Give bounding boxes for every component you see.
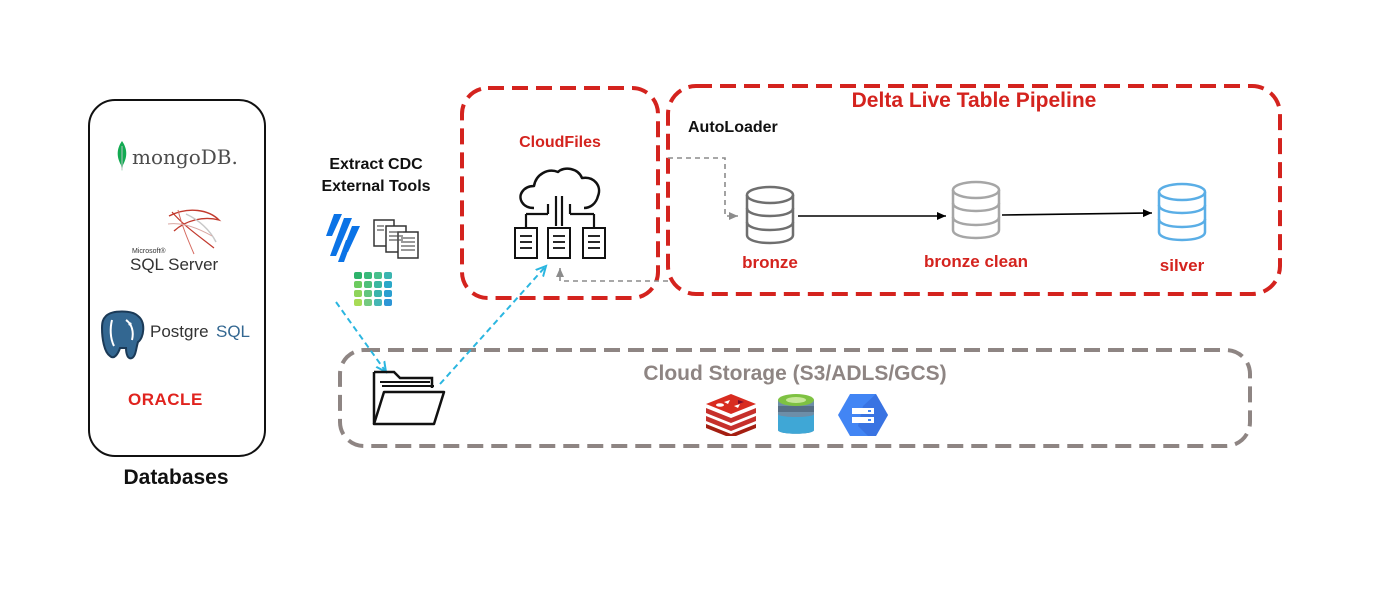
folder-icon [372, 370, 446, 426]
azure-storage-logo [778, 394, 814, 434]
autoloader-connector [668, 157, 738, 220]
silver-database-icon [1157, 182, 1207, 242]
mongodb-logo: mongoDB. [112, 140, 242, 174]
cloud-storage-label: Cloud Storage (S3/ADLS/GCS) [643, 362, 947, 385]
postgresql-logo: Postgre SQL [96, 308, 258, 364]
grid-tool-logo [354, 272, 392, 306]
bronze-database-icon [745, 185, 795, 245]
arrow-bronze-clean-to-silver [1001, 209, 1153, 218]
arrow-extract-to-folder [335, 301, 386, 372]
redis-logo [706, 394, 756, 436]
oracle-logo: ORACLE [128, 390, 203, 409]
fivetran-logo [326, 214, 360, 262]
cloud-network-icon [514, 167, 606, 259]
extract-cdc-label: Extract CDC External Tools [296, 154, 456, 198]
cloudfiles-label: CloudFiles [519, 134, 601, 151]
sql-server-label: SQL Server [130, 255, 219, 274]
silver-label: silver [1159, 256, 1205, 275]
storage-to-cloudfiles-connector [556, 268, 668, 282]
sql-server-microsoft-label: Microsoft® [132, 248, 166, 255]
documents-icon [373, 219, 419, 259]
sql-server-logo: Microsoft® SQL Server [126, 206, 226, 276]
mongodb-label: mongoDB. [132, 145, 238, 169]
google-cloud-storage-logo [838, 394, 888, 436]
extract-cdc-line2: External Tools [321, 178, 431, 195]
extract-cdc-line1: Extract CDC [329, 156, 423, 173]
postgresql-suffix-label: SQL [216, 322, 251, 341]
bronze-clean-database-icon [951, 180, 1001, 240]
postgresql-prefix-label: Postgre [150, 322, 209, 341]
autoloader-label: AutoLoader [688, 119, 778, 136]
pipeline-box [666, 84, 1282, 296]
bronze-label: bronze [742, 253, 798, 272]
arrow-folder-to-cloudfiles [439, 266, 546, 385]
databases-container [88, 99, 266, 457]
sql-server-swirl-icon [167, 209, 222, 255]
bronze-clean-label: bronze clean [924, 252, 1028, 271]
cloud-storage-box [338, 348, 1252, 448]
databases-label: Databases [123, 466, 229, 489]
postgresql-elephant-icon [100, 310, 145, 360]
mongodb-leaf-icon [117, 141, 127, 171]
pipeline-title: Delta Live Table Pipeline [851, 89, 1097, 112]
cloudfiles-box [460, 86, 660, 300]
